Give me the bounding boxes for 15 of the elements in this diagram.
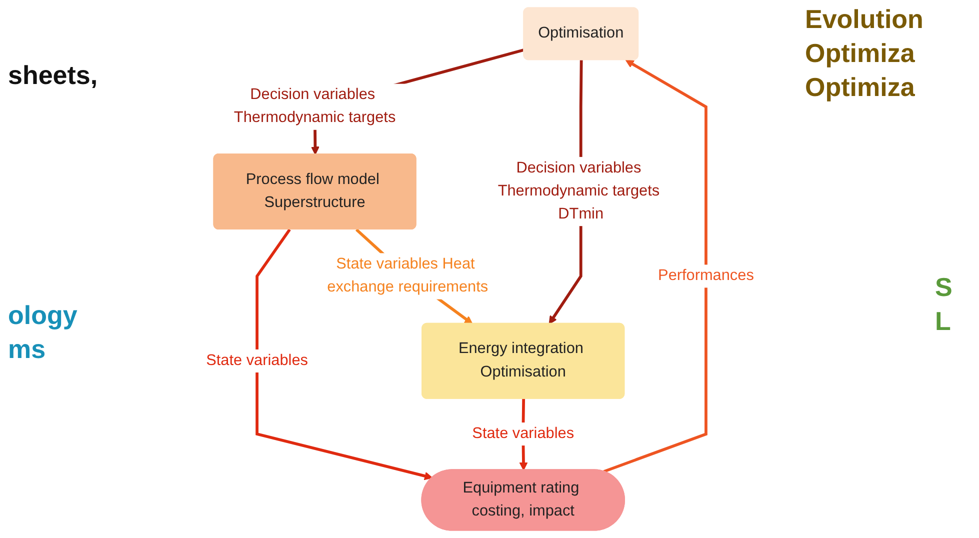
- note-text: sheets,: [8, 60, 98, 91]
- edge-label: State variables: [472, 422, 574, 446]
- note-text: Evolution: [805, 4, 924, 35]
- edge-label: Performances: [658, 264, 754, 288]
- process-ellipse: Equipment rating costing, impact: [421, 469, 625, 531]
- note-text: L: [935, 306, 951, 337]
- note-text: ms: [8, 334, 46, 365]
- note-text: ology: [8, 300, 78, 331]
- process-box: Optimisation: [523, 7, 639, 60]
- note-text: Optimiza: [805, 38, 915, 69]
- edge-label: State variables: [206, 349, 308, 372]
- note-text: Optimiza: [805, 72, 915, 103]
- process-box: Energy integration Optimisation: [422, 322, 625, 399]
- process-box: Process flow model Superstructure: [213, 154, 416, 230]
- note-text: S: [935, 272, 952, 303]
